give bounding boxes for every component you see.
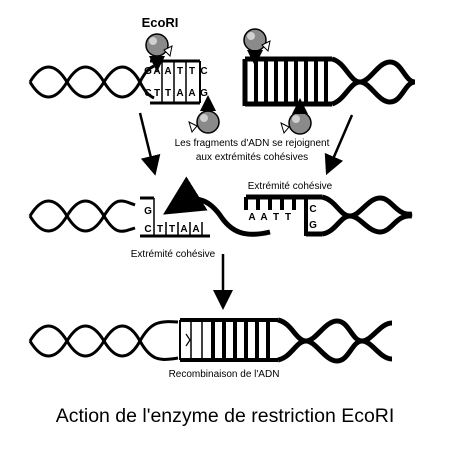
base-letter: A xyxy=(260,212,267,223)
figure-caption: Action de l'enzyme de restriction EcoRI xyxy=(55,405,395,427)
base-letter: A xyxy=(164,66,171,77)
recombined-left-helix xyxy=(28,320,179,361)
enzyme-icon xyxy=(145,33,173,72)
base-letter: C xyxy=(309,204,316,215)
enzyme-icon xyxy=(188,95,220,134)
top-right-ladder xyxy=(242,56,332,107)
top-left-upper-bases: G A A T T C xyxy=(144,66,208,77)
mid-right-dna-helix xyxy=(321,194,413,237)
base-letter: C xyxy=(144,224,151,235)
top-left-dna-helix xyxy=(28,64,155,100)
base-letter: G xyxy=(144,206,152,217)
enzyme-icon xyxy=(280,98,312,135)
recombined-right-helix xyxy=(277,317,393,364)
sticky-end-label-bottom: Extrémité cohésive xyxy=(131,249,216,260)
arrow-right-down xyxy=(324,114,354,176)
base-letter: G xyxy=(200,88,208,99)
base-letter: A xyxy=(248,212,255,223)
base-letter: A xyxy=(153,66,160,77)
mid-left-bases: G C T T A A xyxy=(144,206,200,235)
base-letter: A xyxy=(180,224,187,235)
arrow-left-down xyxy=(138,112,161,176)
ecori-label: EcoRI xyxy=(142,15,179,30)
mid-left-ladder xyxy=(140,196,210,238)
join-note-line1: Les fragments d'ADN se rejoignent xyxy=(175,138,330,149)
base-letter: A xyxy=(188,88,195,99)
join-note-line2: aux extrémités cohésives xyxy=(196,152,308,163)
recombination-label: Recombinaison de l'ADN xyxy=(169,369,280,380)
mid-right-bases: A A T T C G xyxy=(248,204,317,231)
base-letter: C xyxy=(144,88,151,99)
base-letter: T xyxy=(285,212,291,223)
mid-left-dna-helix xyxy=(28,199,136,233)
base-letter: T xyxy=(273,212,279,223)
base-letter: T xyxy=(169,224,175,235)
base-letter: A xyxy=(192,224,199,235)
base-letter: C xyxy=(200,66,207,77)
base-letter: T xyxy=(177,66,183,77)
enzyme-icon xyxy=(243,28,271,66)
base-letter: T xyxy=(165,88,171,99)
base-letter: A xyxy=(176,88,183,99)
top-left-ladder xyxy=(150,59,201,105)
mid-right-ladder xyxy=(244,194,322,237)
top-left-lower-bases: C T T A A G xyxy=(144,88,208,99)
base-letter: G xyxy=(309,220,317,231)
base-letter: T xyxy=(189,66,195,77)
top-right-dna-helix xyxy=(330,56,416,107)
base-letter: T xyxy=(157,224,163,235)
recombined-ladder xyxy=(179,318,278,362)
base-letter: G xyxy=(144,66,152,77)
sticky-end-label-top: Extrémité cohésive xyxy=(248,181,333,192)
base-letter: T xyxy=(154,88,160,99)
joining-curve-arrow xyxy=(163,176,271,237)
